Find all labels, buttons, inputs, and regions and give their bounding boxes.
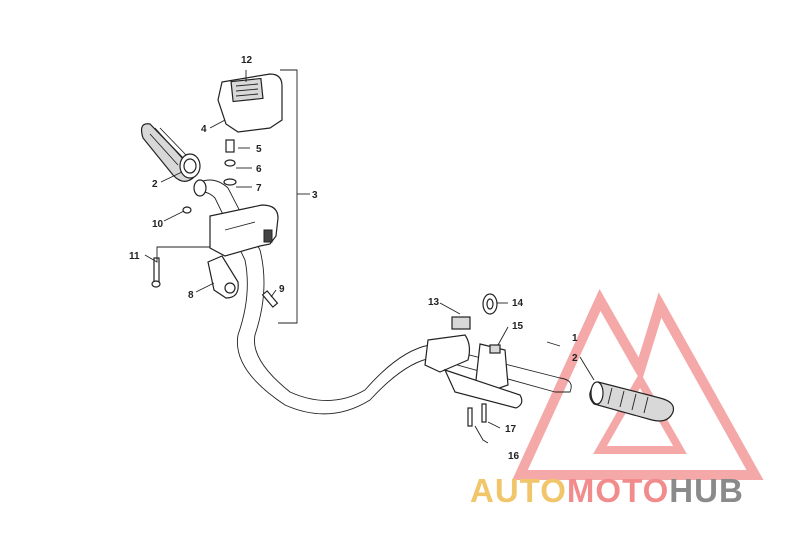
callout-2-left: 2: [152, 179, 158, 190]
bracket-3: [278, 69, 298, 324]
watermark-hub: HUB: [669, 472, 744, 509]
callout-5: 5: [256, 144, 262, 155]
callout-15: 15: [512, 321, 524, 332]
callout-8: 8: [188, 290, 194, 301]
decal-and-cap: [451, 293, 498, 330]
lower-switch-housing: [209, 204, 279, 257]
watermark-auto: AUTO: [470, 472, 567, 509]
callout-12: 12: [241, 55, 253, 66]
callout-4: 4: [201, 124, 207, 135]
callout-14: 14: [512, 298, 524, 309]
callout-17: 17: [505, 424, 517, 435]
callout-3: 3: [312, 190, 318, 201]
screws: [151, 206, 279, 308]
callout-1: 1: [572, 333, 578, 344]
callout-6: 6: [256, 164, 262, 175]
leader-lines: [144, 70, 595, 444]
callout-2-right: 2: [572, 353, 578, 364]
watermark-triangle-logo: [512, 289, 764, 480]
brake-master-cylinder: [424, 334, 523, 409]
callout-9: 9: [279, 284, 285, 295]
watermark-logo-text: AUTOMOTOHUB: [470, 472, 800, 512]
handlebar-tube: [193, 179, 572, 415]
throttle-lever: [207, 255, 239, 299]
callout-labels: 1 2 2 3 4 5 6 7 8 9 10 11 12 13 14 15 16…: [129, 55, 578, 462]
callout-16: 16: [508, 451, 520, 462]
right-grip: [589, 381, 675, 422]
callout-10: 10: [152, 219, 164, 230]
switch-housing-cover: [217, 73, 283, 133]
left-grip: [140, 123, 201, 182]
callout-7: 7: [256, 183, 262, 194]
callout-13: 13: [428, 297, 440, 308]
brake-screws: [467, 403, 487, 427]
bolt-washer-stack: [223, 139, 237, 186]
watermark-moto: MOTO: [566, 472, 670, 509]
callout-11: 11: [129, 251, 140, 262]
